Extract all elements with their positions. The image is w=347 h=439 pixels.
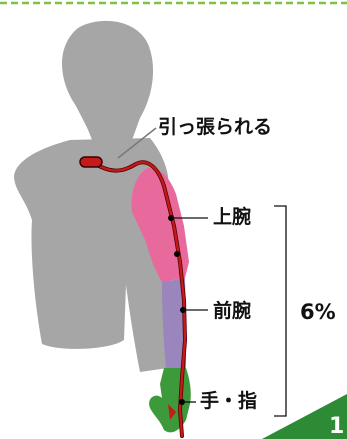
range-bracket: [274, 205, 287, 417]
nerve-root-marker: [79, 156, 103, 168]
nerve-line-core: [90, 160, 187, 438]
label-upper-arm: 上腕: [213, 206, 252, 228]
corner-badge: [262, 394, 347, 439]
corner-number: 1: [329, 414, 345, 439]
leader-pulled: [117, 127, 157, 159]
forearm-region: [162, 278, 186, 370]
label-hand-fingers: 手・指: [200, 390, 258, 412]
hand-region: [149, 368, 191, 433]
label-percentage: 6%: [300, 300, 336, 324]
nerve-point-elbow: [174, 251, 180, 257]
label-pulled: 引っ張られる: [158, 116, 273, 138]
hand-red-accent: [168, 404, 176, 420]
label-forearm: 前腕: [213, 300, 252, 322]
